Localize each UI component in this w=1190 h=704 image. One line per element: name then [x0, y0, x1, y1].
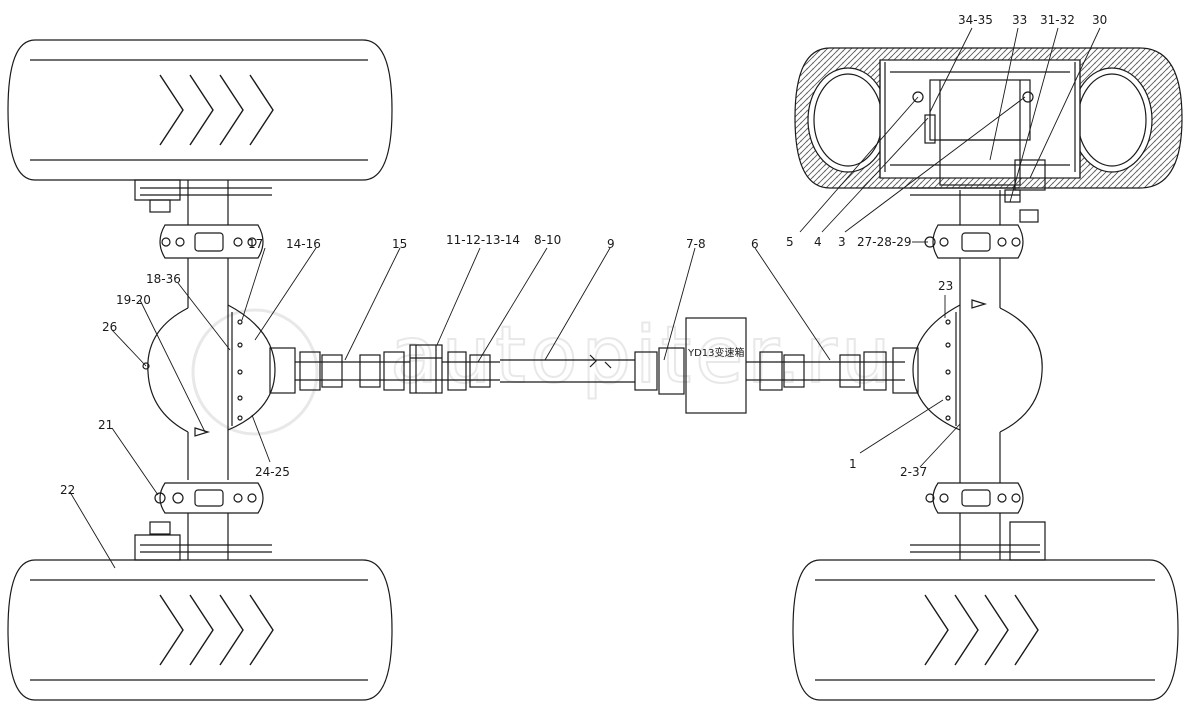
callout-27-29: 27-28-29 — [857, 235, 911, 249]
callout-1: 1 — [849, 457, 857, 471]
callout-labels: 17 14-16 15 11-12-13-14 8-10 9 7-8 6 18-… — [60, 13, 1107, 497]
wheel-left-top — [7, 39, 393, 181]
callout-11-14: 11-12-13-14 — [446, 233, 520, 247]
driveshaft-line — [295, 317, 905, 414]
callout-14-16: 14-16 — [286, 237, 321, 251]
wheel-right-top-section — [794, 47, 1183, 203]
callout-8-10: 8-10 — [534, 233, 561, 247]
callout-33: 33 — [1012, 13, 1027, 27]
callout-24-25: 24-25 — [255, 465, 290, 479]
watermark-logo: autopiter.ru — [191, 308, 892, 436]
right-axle-housing — [892, 187, 1046, 561]
drawing-lines — [7, 27, 1183, 701]
callout-15: 15 — [392, 237, 407, 251]
callout-6: 6 — [751, 237, 759, 251]
callout-30: 30 — [1092, 13, 1107, 27]
callout-18-36: 18-36 — [146, 272, 181, 286]
left-axle-housing — [134, 179, 296, 561]
leader-lines — [69, 27, 1101, 569]
callout-22: 22 — [60, 483, 75, 497]
callout-3: 3 — [838, 235, 846, 249]
callout-23: 23 — [938, 279, 953, 293]
gearbox-label: YD13变速箱 — [687, 346, 745, 359]
callout-26: 26 — [102, 320, 117, 334]
callout-31-32: 31-32 — [1040, 13, 1075, 27]
callout-4: 4 — [814, 235, 822, 249]
callout-7-8: 7-8 — [686, 237, 706, 251]
callout-2-37: 2-37 — [900, 465, 927, 479]
callout-19-20: 19-20 — [116, 293, 151, 307]
callout-9: 9 — [607, 237, 615, 251]
callout-5: 5 — [786, 235, 794, 249]
callout-21: 21 — [98, 418, 113, 432]
callout-17: 17 — [248, 237, 263, 251]
callout-34-35: 34-35 — [958, 13, 993, 27]
wheel-right-bottom — [792, 559, 1179, 701]
wheel-left-bottom — [7, 559, 393, 701]
